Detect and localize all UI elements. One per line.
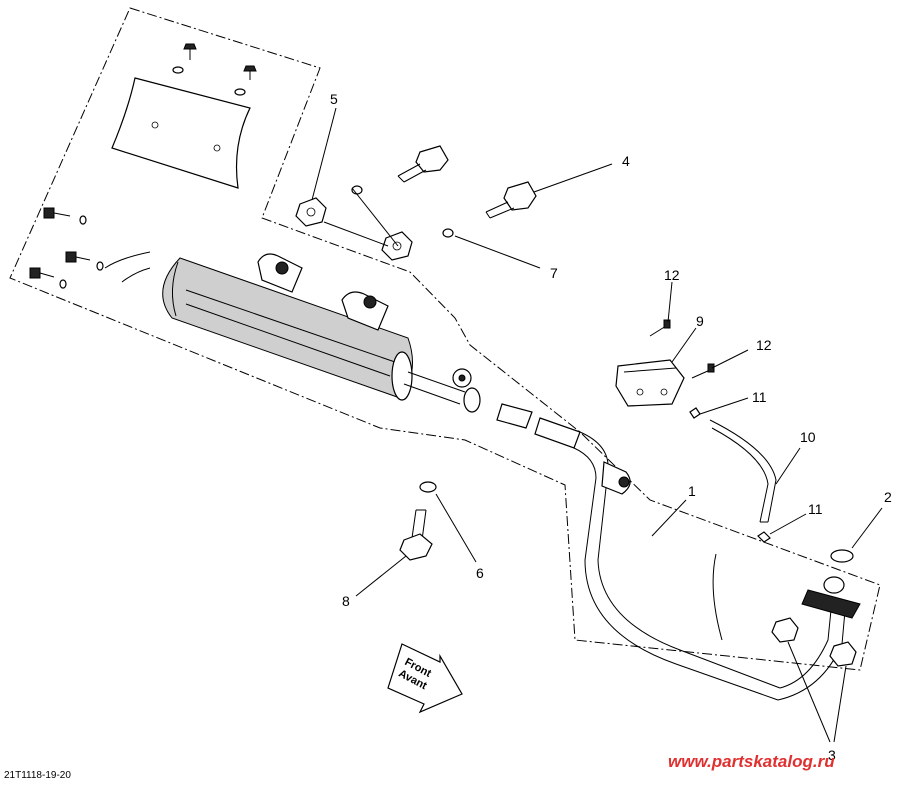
callout-12-side: 12 [756, 337, 772, 353]
assembly-outline [9, 7, 881, 671]
leader-lines [311, 107, 883, 743]
drawing-reference: 21T1118-19-20 [4, 770, 71, 781]
heat-shield [111, 77, 251, 189]
washer-6 [419, 481, 437, 493]
callout-11-valve: 11 [752, 389, 767, 405]
callout-10: 10 [800, 429, 816, 445]
header-pipe [573, 431, 847, 701]
callout-3: 3 [828, 747, 836, 763]
callout-8: 8 [342, 593, 350, 609]
air-valve [615, 359, 685, 407]
callout-11-hose: 11 [808, 501, 823, 517]
callout-9: 9 [696, 313, 704, 329]
pipe-spacers [496, 403, 581, 449]
exhaust-clamp [403, 368, 481, 413]
muffler-mount-screws [29, 207, 104, 289]
callout-4: 4 [622, 153, 630, 169]
callout-2: 2 [884, 489, 892, 505]
nuts-5 [295, 197, 413, 261]
flange-nuts [771, 617, 857, 667]
bolts-4 [397, 145, 537, 219]
callout-7: 7 [550, 265, 558, 281]
clips-11 [689, 407, 771, 543]
washers-7 [351, 185, 454, 238]
front-direction-arrow: Front Avant [387, 643, 463, 714]
callout-5: 5 [330, 91, 338, 107]
watermark-text: www.partskatalog.ru [668, 752, 835, 771]
muffler [104, 251, 413, 401]
gasket [830, 549, 854, 563]
exhaust-flange [801, 576, 861, 619]
screws-12 [649, 319, 715, 379]
shield-screw-top [172, 43, 257, 96]
hose [709, 419, 777, 523]
bolt-8 [399, 509, 433, 561]
callout-6: 6 [476, 565, 484, 581]
callout-12-top: 12 [664, 267, 680, 283]
callout-1: 1 [688, 483, 696, 499]
